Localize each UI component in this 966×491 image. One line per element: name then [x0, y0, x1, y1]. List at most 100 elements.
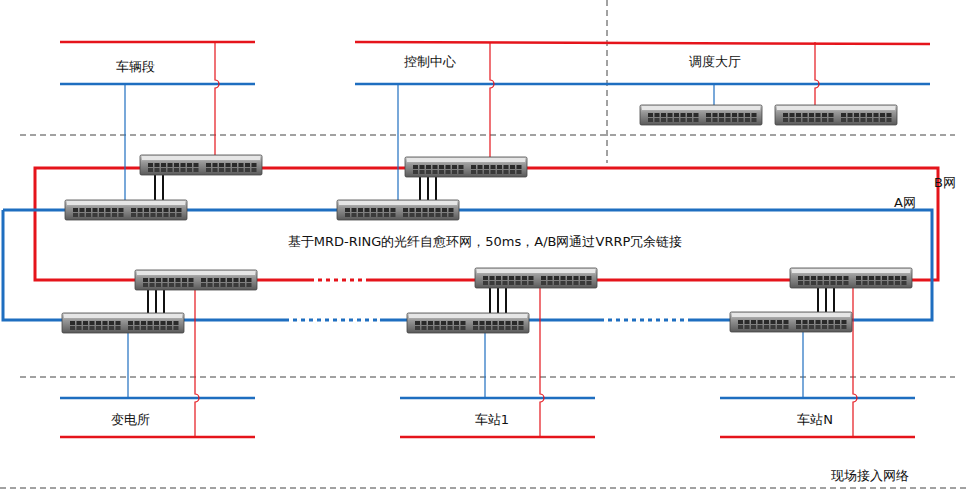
switch-port — [378, 208, 383, 212]
switch-port — [822, 320, 827, 324]
network-cable — [400, 436, 595, 439]
switch-port — [561, 281, 566, 285]
stack-link — [163, 289, 165, 315]
switch-port — [83, 321, 88, 325]
switch-top — [67, 201, 185, 205]
switch-port — [156, 283, 161, 287]
switch-port — [182, 278, 187, 282]
switch-top — [642, 106, 760, 110]
switch-port — [496, 281, 501, 285]
switch-port — [429, 213, 434, 217]
switch-port — [486, 321, 491, 325]
switch-port — [446, 165, 451, 169]
switch-device — [407, 313, 529, 333]
switch-port — [240, 278, 245, 282]
switch-port — [887, 118, 892, 122]
switch-port — [187, 168, 192, 172]
switch-port — [510, 165, 515, 169]
switch-port — [428, 326, 433, 330]
switch-port — [103, 321, 108, 325]
switch-device — [730, 312, 852, 332]
switch-port — [816, 325, 821, 329]
switch-port — [764, 320, 769, 324]
location-label: 车辆段 — [116, 59, 155, 75]
switch-port — [436, 213, 441, 217]
switch-port — [567, 276, 572, 280]
switch-port — [876, 276, 881, 280]
switch-port — [239, 168, 244, 172]
switch-port — [177, 213, 182, 217]
switch-port — [213, 163, 218, 167]
switch-port — [403, 208, 408, 212]
switch-port — [574, 276, 579, 280]
switch-port — [473, 326, 478, 330]
switch-port — [517, 165, 522, 169]
switch-port — [345, 213, 350, 217]
switch-port — [410, 213, 415, 217]
switch-port — [174, 163, 179, 167]
switch-port — [365, 213, 370, 217]
switch-port — [867, 113, 872, 117]
switch-device — [475, 268, 597, 288]
switch-port — [352, 213, 357, 217]
switch-port — [874, 118, 879, 122]
network-cable — [60, 83, 255, 86]
switch-port — [848, 118, 853, 122]
switch-top — [777, 106, 895, 110]
switch-port — [490, 281, 495, 285]
switch-port — [713, 118, 718, 122]
switch-port — [758, 325, 763, 329]
switch-port — [738, 325, 743, 329]
switch-port — [745, 320, 750, 324]
switch-port — [442, 208, 447, 212]
switch-port — [506, 326, 511, 330]
switch-port — [587, 276, 592, 280]
switch-port — [561, 276, 566, 280]
switch-top — [142, 156, 260, 160]
switch-port — [206, 168, 211, 172]
switch-port — [227, 278, 232, 282]
switch-port — [169, 278, 174, 282]
switch-port — [426, 170, 431, 174]
switch-port — [352, 208, 357, 212]
separator-line — [0, 488, 966, 489]
switch-port — [509, 276, 514, 280]
switch-port — [99, 213, 104, 217]
switch-port — [226, 168, 231, 172]
switch-port — [587, 281, 592, 285]
network-cable — [600, 319, 690, 322]
switch-port — [459, 170, 464, 174]
switch-port — [661, 118, 666, 122]
switch-port — [420, 165, 425, 169]
switch-port — [816, 320, 821, 324]
switch-port — [796, 325, 801, 329]
switch-port — [816, 118, 821, 122]
switch-port — [512, 321, 517, 325]
switch-device — [140, 155, 262, 175]
switch-port — [461, 326, 466, 330]
switch-port — [842, 320, 847, 324]
switch-port — [504, 165, 509, 169]
switch-port — [141, 326, 146, 330]
switch-port — [694, 118, 699, 122]
switch-port — [798, 276, 803, 280]
switch-port — [798, 281, 803, 285]
stack-link — [833, 287, 835, 314]
switch-device — [337, 200, 459, 220]
switch-body — [407, 313, 529, 333]
switch-port — [148, 321, 153, 325]
network-cable — [815, 42, 819, 108]
switch-port — [426, 165, 431, 169]
switch-port — [116, 321, 121, 325]
network-cable — [124, 84, 125, 205]
network-cable — [355, 83, 930, 86]
switch-port — [668, 113, 673, 117]
switch-port — [554, 276, 559, 280]
switch-device — [775, 105, 897, 125]
switch-port — [148, 168, 153, 172]
stack-link — [817, 287, 819, 314]
switch-port — [580, 276, 585, 280]
switch-port — [70, 326, 75, 330]
switch-port — [208, 278, 213, 282]
